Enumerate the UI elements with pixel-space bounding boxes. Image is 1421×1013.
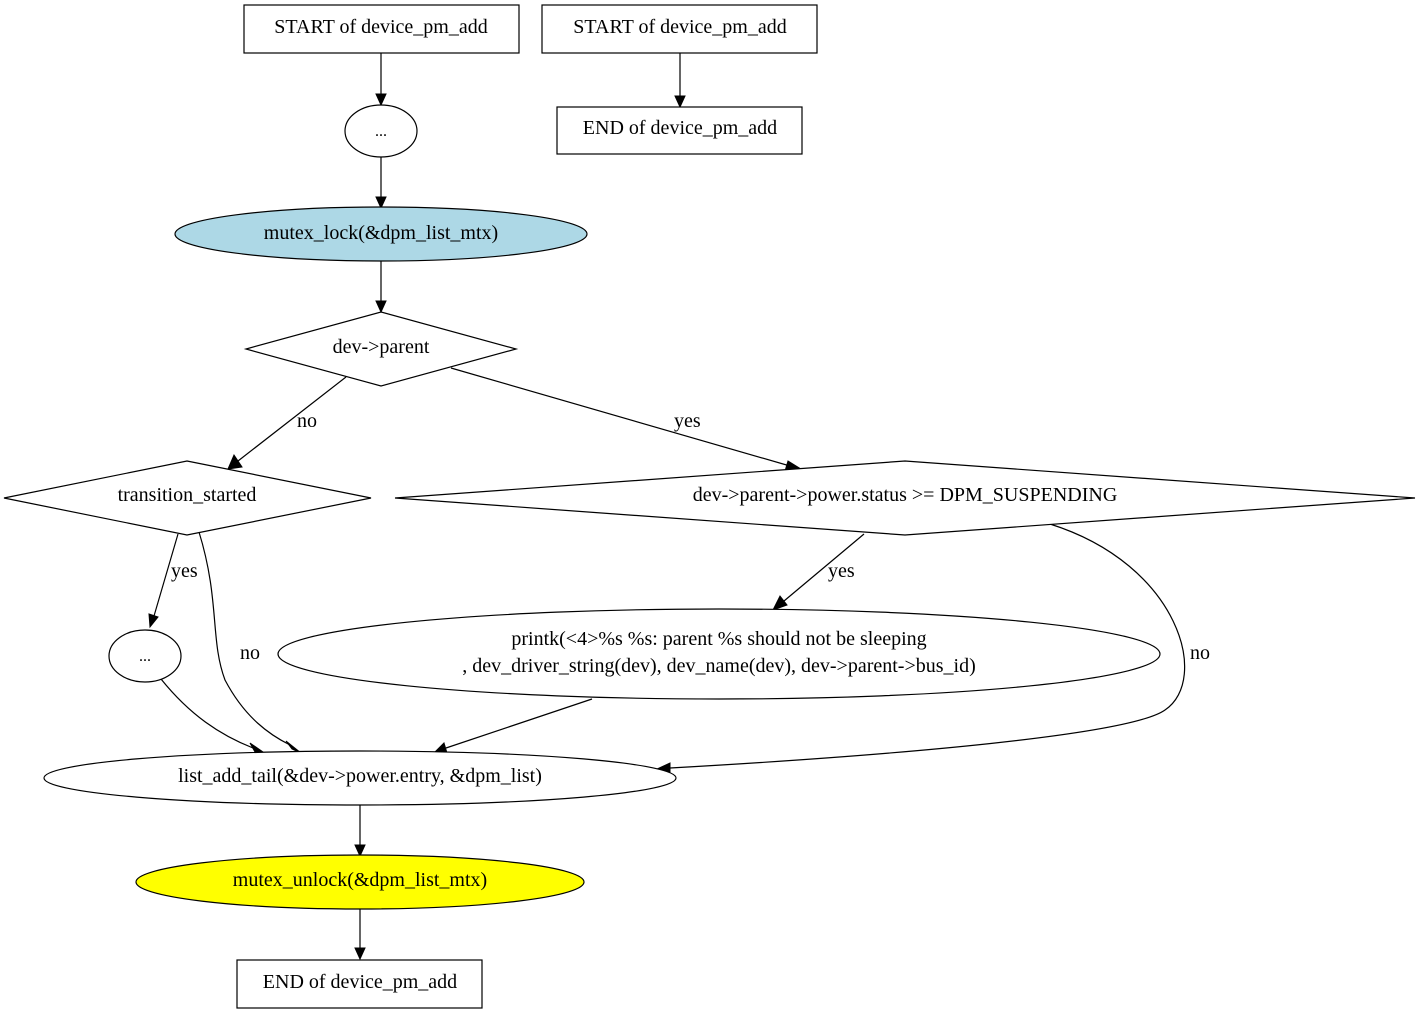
- node-mutex-unlock-label: mutex_unlock(&dpm_list_mtx): [233, 869, 487, 891]
- edge-transition-yes: [148, 533, 179, 629]
- edge-dev-parent-yes: [450, 367, 803, 472]
- node-mutex-lock: mutex_lock(&dpm_list_mtx): [174, 206, 588, 262]
- edge-start-to-ellipsis: [375, 53, 387, 107]
- edge-label-transition-no: no: [240, 642, 260, 664]
- node-ellipsis-top: ...: [344, 104, 418, 158]
- edge-label-status-no: no: [1190, 642, 1210, 664]
- edge-label-status-yes: yes: [828, 560, 855, 582]
- node-end-secondary-label: END of device_pm_add: [583, 117, 777, 139]
- node-start-device-pm-add: START of device_pm_add: [243, 4, 520, 54]
- edge-printk-to-list-add: [433, 698, 593, 754]
- node-parent-status-label: dev->parent->power.status >= DPM_SUSPEND…: [693, 484, 1118, 506]
- node-printk-line2: , dev_driver_string(dev), dev_name(dev),…: [462, 655, 976, 677]
- node-ellipsis-mid-label: ...: [139, 648, 151, 665]
- node-dev-parent-decision: dev->parent: [243, 311, 519, 387]
- edges: [148, 53, 1186, 961]
- node-list-add-tail: list_add_tail(&dev->power.entry, &dpm_li…: [43, 750, 677, 806]
- node-ellipsis-top-label: ...: [375, 123, 387, 140]
- node-printk-line1: printk(<4>%s %s: parent %s should not be…: [511, 628, 926, 650]
- edge-status-yes: [771, 533, 865, 611]
- edge-label-dev-parent-no: no: [297, 410, 317, 432]
- edge-mutex-lock-to-dev-parent: [375, 261, 387, 314]
- node-printk: printk(<4>%s %s: parent %s should not be…: [277, 608, 1161, 700]
- node-end-label: END of device_pm_add: [263, 971, 457, 993]
- node-parent-status-decision: dev->parent->power.status >= DPM_SUSPEND…: [394, 460, 1416, 536]
- node-mutex-lock-label: mutex_lock(&dpm_list_mtx): [264, 222, 498, 244]
- edge-ellipsis-to-mutex-lock: [375, 157, 387, 210]
- edge-dev-parent-no: [227, 376, 347, 470]
- node-mutex-unlock: mutex_unlock(&dpm_list_mtx): [135, 854, 585, 910]
- nodes: START of device_pm_add START of device_p…: [3, 4, 1416, 1009]
- node-list-add-tail-label: list_add_tail(&dev->power.entry, &dpm_li…: [178, 765, 542, 787]
- node-end-device-pm-add-secondary: END of device_pm_add: [556, 106, 803, 155]
- edge-mutex-unlock-to-end: [354, 908, 366, 961]
- node-end-device-pm-add: END of device_pm_add: [236, 959, 483, 1009]
- edge-labels: no yes yes no yes no: [171, 410, 1210, 664]
- node-ellipsis-mid: ...: [108, 629, 182, 683]
- edge-label-transition-yes: yes: [171, 560, 198, 582]
- edge-ellipsis-mid-to-list-add: [160, 678, 265, 753]
- edge-label-dev-parent-yes: yes: [674, 410, 701, 432]
- edge-list-add-to-mutex-unlock: [354, 805, 366, 858]
- node-start-label: START of device_pm_add: [274, 16, 487, 38]
- node-transition-started-label: transition_started: [118, 484, 257, 506]
- node-transition-started-decision: transition_started: [3, 460, 372, 536]
- node-start-secondary-label: START of device_pm_add: [573, 16, 786, 38]
- node-start-device-pm-add-secondary: START of device_pm_add: [541, 4, 818, 54]
- node-dev-parent-label: dev->parent: [333, 336, 430, 358]
- edge-start-b-to-end-b: [674, 53, 686, 109]
